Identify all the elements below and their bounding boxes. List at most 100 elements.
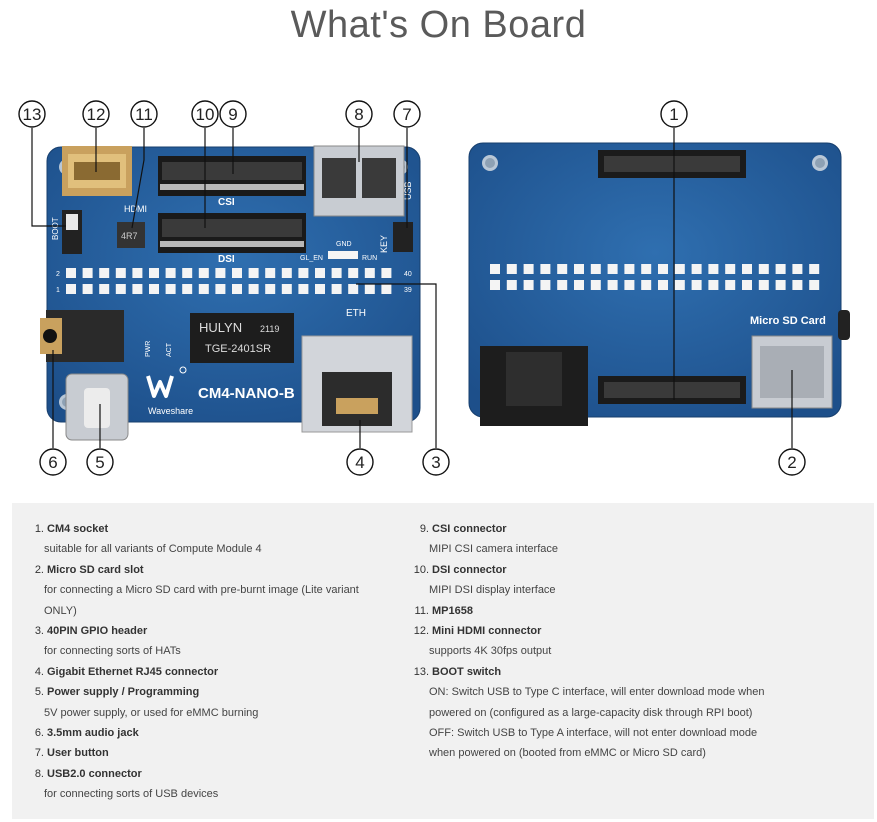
gpio-pin <box>381 268 392 278</box>
gpio-pin <box>658 280 668 290</box>
feature-item: 4.Gigabit Ethernet RJ45 connector <box>30 662 400 682</box>
silk-dsi: DSI <box>218 254 235 265</box>
transformer-part: TGE-2401SR <box>205 343 271 355</box>
silk-boot: BOOT <box>51 217 60 240</box>
silk-csi: CSI <box>218 197 235 208</box>
gpio-pin <box>742 280 752 290</box>
gpio-pin <box>165 268 176 278</box>
dsi-connector <box>158 213 306 253</box>
callout-label-10: 10 <box>196 105 215 124</box>
waveshare-logo <box>146 366 187 398</box>
gpio-pin <box>658 264 668 274</box>
page-title: What's On Board <box>290 4 587 46</box>
gpio-pin <box>725 280 736 290</box>
feature-number: 12. <box>413 625 429 638</box>
usb-c-connector <box>65 373 129 441</box>
silk-gl-en: GL_EN <box>300 255 323 262</box>
feature-number: 10. <box>413 563 429 576</box>
silk-act: ACT <box>166 342 173 357</box>
gpio-pin <box>132 268 143 278</box>
board-illustration: HDMI CSI DSI USB KEY BOOT 4 <box>18 100 850 476</box>
gpio-pin <box>708 264 719 274</box>
callout-circle-1 <box>660 100 688 128</box>
feature-name: 3.5mm audio jack <box>47 727 139 740</box>
callout-circle-8 <box>345 100 373 128</box>
mini-hdmi-connector <box>62 146 132 196</box>
callout-label-3: 3 <box>431 453 440 472</box>
feature-name: USB2.0 connector <box>47 767 142 780</box>
silk-gnd: GND <box>336 241 352 248</box>
gpio-pin <box>708 280 719 290</box>
callout-label-4: 4 <box>355 453 364 472</box>
gpio-pin <box>607 264 618 274</box>
silk-pin39: 39 <box>404 287 412 294</box>
feature-number: 7. <box>34 747 44 760</box>
gpio-pin <box>364 268 375 278</box>
gpio-pin <box>198 284 209 294</box>
silk-micro-sd: Micro SD Card <box>750 315 826 327</box>
feature-item: 11.MP1658 <box>415 601 815 621</box>
user-button <box>393 222 413 252</box>
gpio-pin <box>792 264 803 274</box>
gpio-pin <box>624 264 635 274</box>
callout-circle-9 <box>219 100 247 128</box>
gpio-pin <box>232 268 242 278</box>
feature-name: 40PIN GPIO header <box>47 625 148 638</box>
callout-label-8: 8 <box>354 105 363 124</box>
callout-label-7: 7 <box>402 105 411 124</box>
silk-pin1: 1 <box>56 287 60 294</box>
feature-description: for connecting sorts of USB devices <box>44 788 219 801</box>
audio-jack <box>40 310 124 362</box>
gpio-pin <box>523 280 534 290</box>
gpio-pin <box>691 280 702 290</box>
gpio-pin <box>115 284 126 294</box>
gpio-pin <box>348 284 359 294</box>
feature-number: 13. <box>413 665 429 678</box>
callout-circle-2 <box>778 448 806 476</box>
gpio-pin <box>674 280 685 290</box>
gpio-pin <box>691 264 702 274</box>
callout-circle-10 <box>191 100 219 128</box>
gpio-pin <box>248 268 259 278</box>
gpio-pin <box>758 264 769 274</box>
feature-number: 6. <box>34 727 44 740</box>
silk-pwr: PWR <box>145 341 152 357</box>
front-board: HDMI CSI DSI USB KEY BOOT 4 <box>40 145 421 441</box>
gpio-pin <box>590 280 601 290</box>
callout-label-12: 12 <box>87 105 106 124</box>
callout-circle-3 <box>422 448 450 476</box>
callout-label-11: 11 <box>135 105 153 124</box>
gpio-pin <box>198 268 209 278</box>
silk-usb: USB <box>403 181 413 200</box>
gpio-header-front <box>66 268 392 294</box>
feature-name: Power supply / Programming <box>47 686 200 699</box>
feature-item: 7.User button <box>30 743 400 763</box>
feature-number: 5. <box>34 686 44 699</box>
feature-number: 8. <box>34 767 44 780</box>
gpio-pin <box>540 280 551 290</box>
gpio-pin <box>348 268 359 278</box>
gpio-pin <box>149 268 159 278</box>
gpio-pin <box>792 280 803 290</box>
gpio-pin <box>298 268 309 278</box>
feature-name: CM4 socket <box>47 523 109 535</box>
callout-lines <box>31 128 793 448</box>
board-model: CM4-NANO-B <box>198 385 295 402</box>
gpio-pin <box>315 284 325 294</box>
callout-circle-6 <box>39 448 67 476</box>
gpio-pin <box>590 264 601 274</box>
feature-number: 1. <box>34 523 44 535</box>
feature-description: ON: Switch USB to Type C interface, will… <box>429 686 765 699</box>
feature-name: Gigabit Ethernet RJ45 connector <box>47 665 219 678</box>
mp1658-inductor <box>117 222 145 248</box>
feature-name: MP1658 <box>432 604 473 617</box>
feature-description: for connecting sorts of HATs <box>44 645 181 658</box>
gpio-pin <box>281 284 292 294</box>
gpio-pin <box>215 284 226 294</box>
